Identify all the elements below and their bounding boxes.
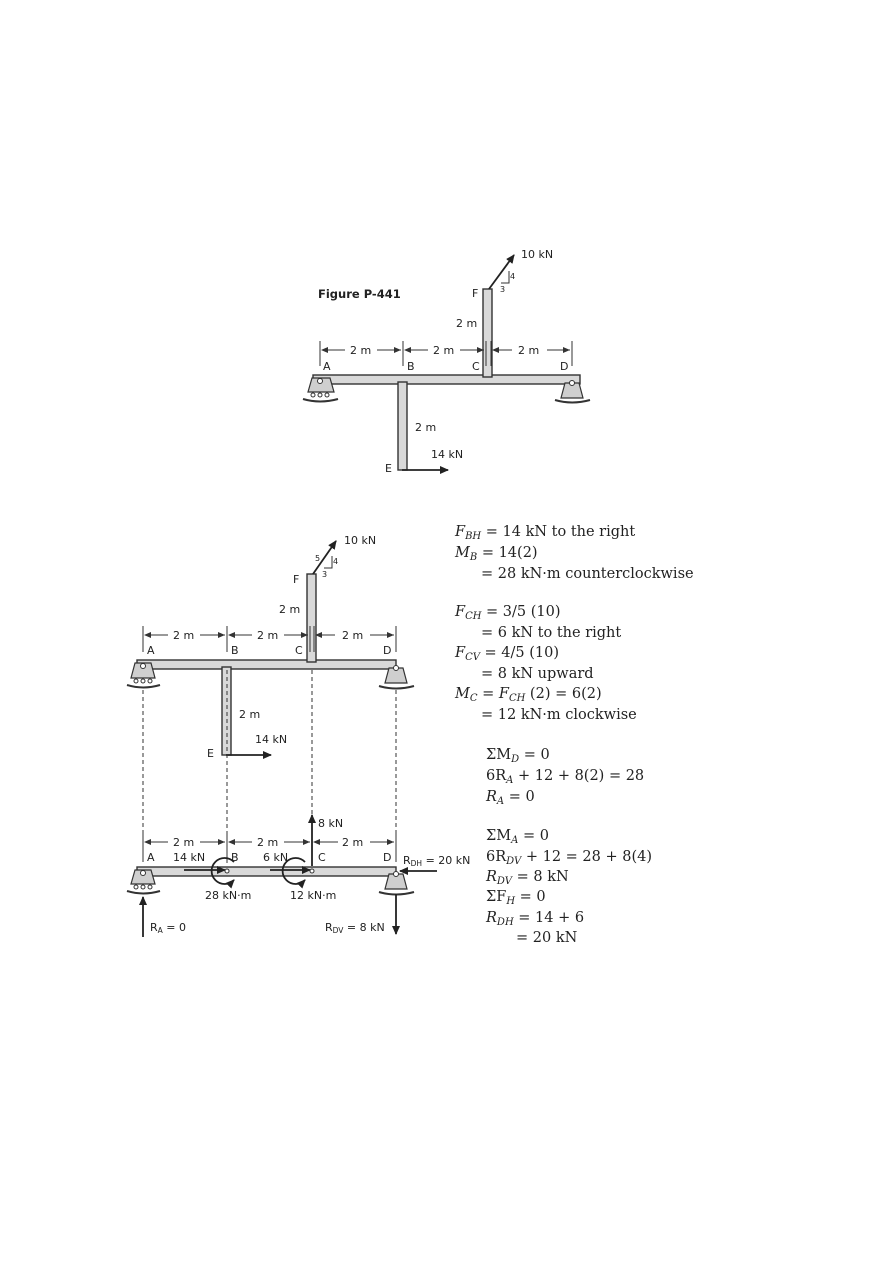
label-c: C <box>472 360 480 373</box>
label-f: F <box>472 287 478 300</box>
slope-triangle <box>501 271 510 284</box>
eq-fch: FCH = 3/5 (10) <box>454 604 561 622</box>
load-label-14kn: 14 kN <box>431 448 463 461</box>
eq-mb: MB = 14(2) <box>454 545 538 563</box>
eq-fcv-result: = 8 kN upward <box>481 666 594 682</box>
moment-arrow-c <box>281 857 306 889</box>
figure-p441: Figure P-441 2 m <box>302 248 591 475</box>
label-b: B <box>231 644 239 657</box>
label-d: D <box>560 360 568 373</box>
figure-frame-loads: 2 m 2 m 2 m 2 m 2 m A B C D F E 10 kN 5 … <box>126 534 415 760</box>
eq-fch-result: = 6 kN to the right <box>481 625 621 641</box>
pin-support-d <box>554 380 591 404</box>
dim-label-be: 2 m <box>415 421 436 434</box>
leg-be <box>397 381 408 471</box>
reaction-label-ra: RA = 0 <box>150 921 186 935</box>
dim-label-ab: 2 m <box>173 836 194 849</box>
reaction-label-rdh: RDH = 20 kN <box>403 854 470 868</box>
label-a: A <box>323 360 331 373</box>
pin-support-a <box>302 377 339 403</box>
pin-support-d <box>378 665 415 690</box>
figure-title: Figure P-441 <box>318 287 401 301</box>
dim-label-cf: 2 m <box>279 603 300 616</box>
moment-center-b <box>224 868 230 874</box>
moment-center-c <box>309 868 315 874</box>
dim-label-cf: 2 m <box>456 317 477 330</box>
eq-ra: RA = 0 <box>485 789 535 807</box>
label-c: C <box>318 851 326 864</box>
dim-label-cd: 2 m <box>342 836 363 849</box>
dim-label-cd: 2 m <box>342 629 363 642</box>
figure-equivalent-beam: 2 m 2 m 2 m A B C D 14 kN 6 kN 8 kN 28 k… <box>126 814 470 937</box>
equivalent-beam <box>136 866 397 877</box>
eq-fcv: FCV = 4/5 (10) <box>454 645 559 663</box>
slope-rise: 4 <box>333 557 338 566</box>
force-label-up: 8 kN <box>318 817 343 830</box>
label-b: B <box>407 360 415 373</box>
slope-triangle <box>324 556 333 569</box>
pin-support-d <box>378 871 415 896</box>
solution-equations: FBH = 14 kN to the right MB = 14(2) = 28… <box>454 524 694 946</box>
label-a: A <box>147 644 155 657</box>
eq-sum-md: ΣMD = 0 <box>486 747 550 765</box>
eq-ma-expanded: 6RDV + 12 = 28 + 8(4) <box>486 849 652 867</box>
label-c: C <box>295 644 303 657</box>
load-label-10kn: 10 kN <box>521 248 553 261</box>
slope-rise: 4 <box>510 272 515 281</box>
eq-rdh: RDH = 14 + 6 <box>485 910 584 928</box>
label-b: B <box>231 851 239 864</box>
reaction-label-rdv: RDV = 8 kN <box>325 921 385 935</box>
dim-label-bc: 2 m <box>257 836 278 849</box>
label-e: E <box>207 747 214 760</box>
pin-support-a <box>126 662 161 689</box>
column-cf <box>306 573 317 663</box>
eq-rdv: RDV = 8 kN <box>485 869 569 887</box>
eq-sum-ma: ΣMA = 0 <box>486 828 549 846</box>
eq-sum-fh: ΣFH = 0 <box>486 889 546 907</box>
dim-label-ab: 2 m <box>173 629 194 642</box>
eq-mc-result: = 12 kN·m clockwise <box>481 707 637 723</box>
beam-abcd <box>312 374 581 385</box>
moment-label-c: 12 kN·m <box>290 889 336 902</box>
column-cf <box>482 288 493 378</box>
dim-label-bc: 2 m <box>257 629 278 642</box>
slope-hyp: 5 <box>315 554 320 563</box>
moment-arrow-b <box>210 857 235 889</box>
label-d: D <box>383 644 391 657</box>
eq-md-expanded: 6RA + 12 + 8(2) = 28 <box>486 768 644 786</box>
label-d: D <box>383 851 391 864</box>
eq-rdh-result: = 20 kN <box>516 930 578 946</box>
label-e: E <box>385 462 392 475</box>
beam-abcd <box>136 659 397 670</box>
load-label-14kn: 14 kN <box>255 733 287 746</box>
label-a: A <box>147 851 155 864</box>
moment-label-b: 28 kN·m <box>205 889 251 902</box>
slope-run: 3 <box>500 285 505 294</box>
slope-run: 3 <box>322 570 327 579</box>
label-f: F <box>293 573 299 586</box>
dim-label-bc: 2 m <box>433 344 454 357</box>
eq-mc: MC = FCH (2) = 6(2) <box>454 686 602 704</box>
dim-label-ab: 2 m <box>350 344 371 357</box>
force-label-b: 14 kN <box>173 851 205 864</box>
eq-mb-result: = 28 kN·m counterclockwise <box>481 566 694 582</box>
dim-label-be: 2 m <box>239 708 260 721</box>
pin-support-a <box>126 869 161 895</box>
dim-label-cd: 2 m <box>518 344 539 357</box>
eq-fbh: FBH = 14 kN to the right <box>454 524 635 542</box>
load-arrow-10kn <box>312 540 337 575</box>
load-label-10kn: 10 kN <box>344 534 376 547</box>
force-label-c: 6 kN <box>263 851 288 864</box>
load-arrow-10kn <box>488 254 515 290</box>
